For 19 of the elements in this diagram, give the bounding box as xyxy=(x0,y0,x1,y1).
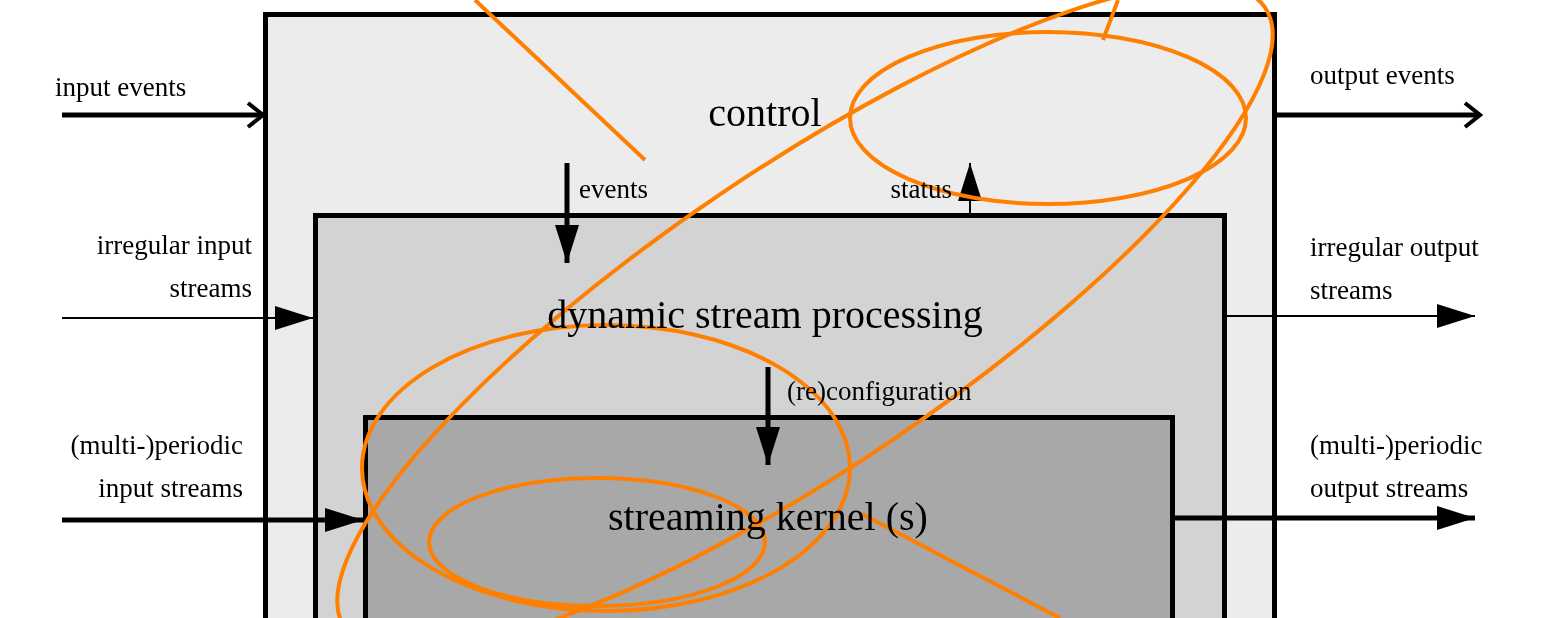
edge-label: output events xyxy=(1310,59,1456,92)
arrow xyxy=(62,508,363,532)
arrow xyxy=(958,162,982,216)
node-title: control xyxy=(708,90,822,136)
container-box xyxy=(313,213,1227,618)
container-box xyxy=(363,415,1175,618)
arrow xyxy=(1277,101,1482,129)
edge-label: events xyxy=(579,173,649,206)
edge-label: input events xyxy=(55,71,188,104)
arrow xyxy=(61,306,314,330)
edge-label: (multi-)periodic input streams xyxy=(69,429,243,505)
arrow xyxy=(62,101,265,129)
arrow xyxy=(555,163,579,263)
arrow xyxy=(756,367,780,465)
edge-label: (multi-)periodic output streams xyxy=(1310,429,1484,505)
arrow xyxy=(1175,506,1475,530)
edge-label: irregular output streams xyxy=(1310,231,1480,307)
edge-label: irregular input streams xyxy=(95,229,252,305)
arrow xyxy=(1226,304,1476,328)
